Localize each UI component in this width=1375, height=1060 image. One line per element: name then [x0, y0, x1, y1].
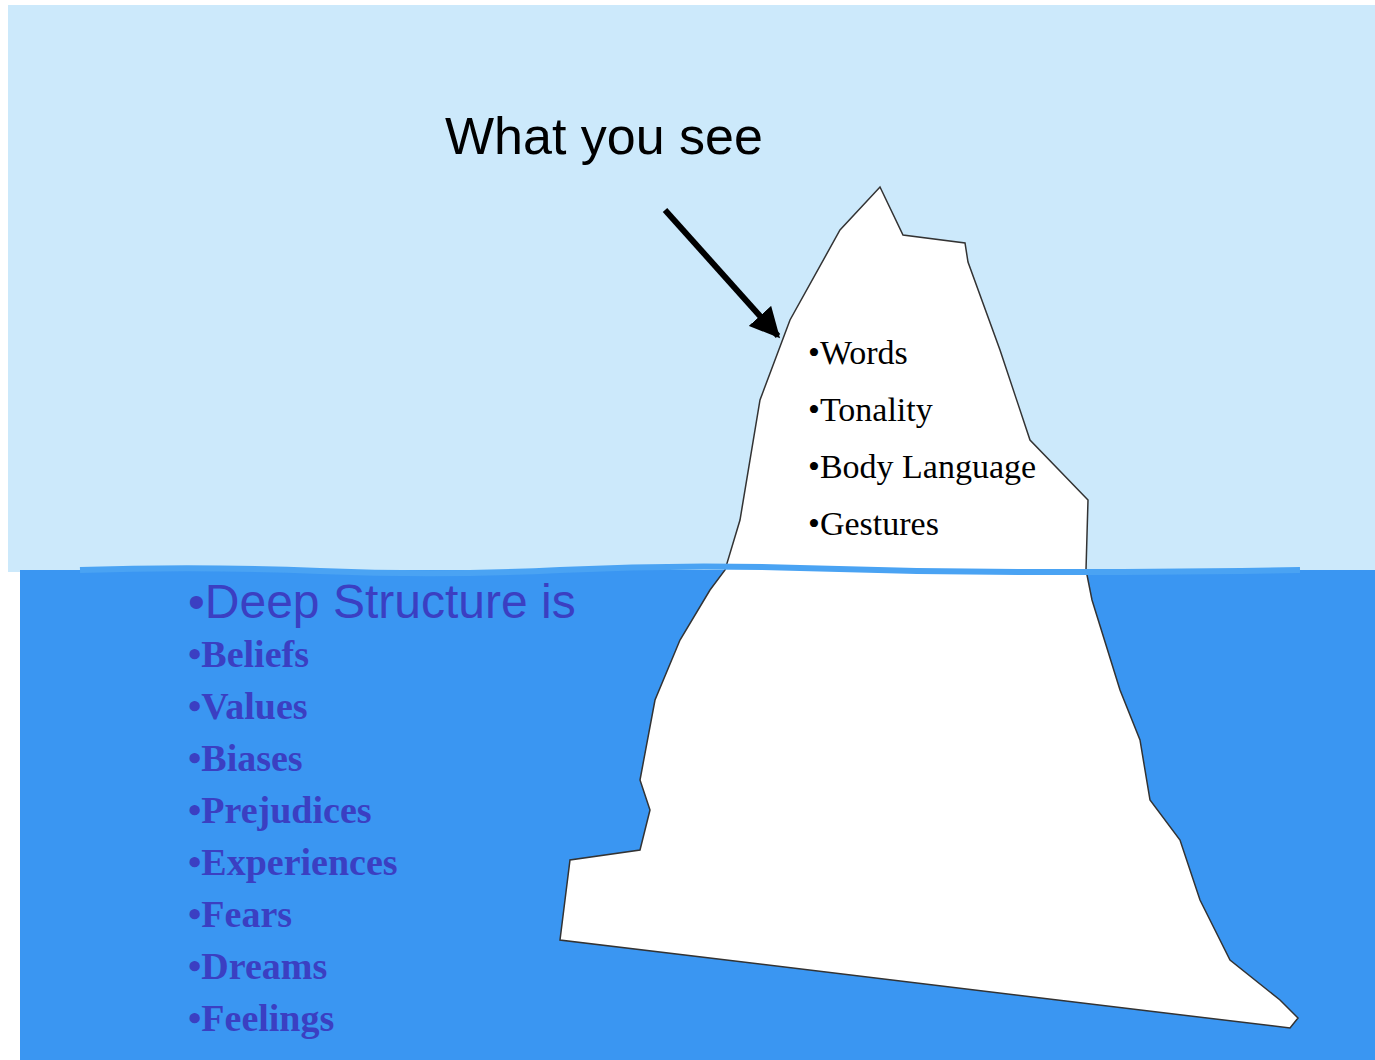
- surface-item: •Body Language: [808, 438, 1036, 495]
- list-item: •Experiences: [188, 836, 398, 888]
- list-item: •Biases: [188, 732, 303, 784]
- surface-item: •Gestures: [808, 495, 1036, 552]
- list-item: •Dreams: [188, 940, 327, 992]
- iceberg-outline: [555, 180, 1305, 1040]
- pointer-arrow: [665, 210, 778, 336]
- callout-label: What you see: [445, 105, 763, 167]
- iceberg: •Words•Tonality•Body Language•Gestures: [555, 180, 1305, 1040]
- list-item: •Values: [188, 680, 308, 732]
- iceberg-shape: [560, 187, 1298, 1028]
- list-item: •Feelings: [188, 992, 334, 1044]
- list-item: •Fears: [188, 888, 292, 940]
- waterline: [80, 566, 1300, 573]
- surface-item: •Tonality: [808, 381, 1036, 438]
- list-item: •Beliefs: [188, 628, 309, 680]
- sky: [8, 5, 1375, 572]
- list-heading: •Deep Structure is: [188, 576, 576, 628]
- list-item: •Prejudices: [188, 784, 372, 836]
- surface-item: •Words: [808, 324, 1036, 381]
